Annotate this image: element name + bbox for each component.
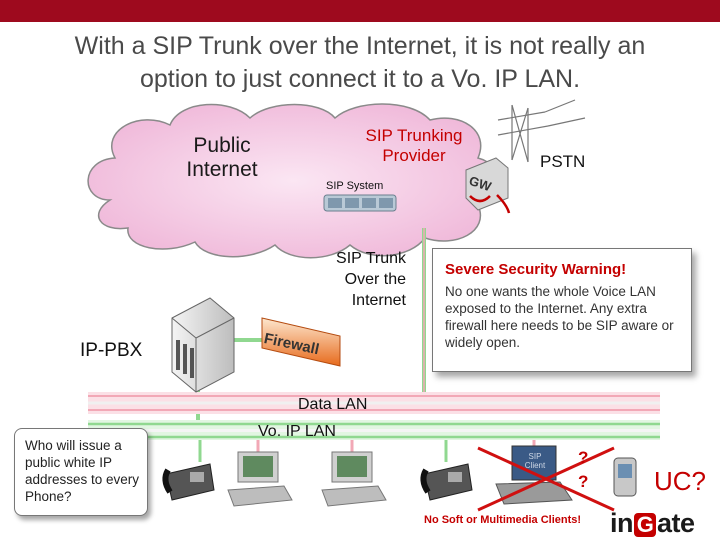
sip-client-label: SIP Client — [524, 452, 546, 470]
desktop-pc-icon — [321, 451, 387, 507]
sip-trunking-provider-label: SIP Trunking Provider — [365, 126, 463, 165]
firewall-icon — [261, 317, 341, 367]
gateway-box — [465, 157, 511, 214]
ip-pbx-server — [171, 297, 235, 393]
question-callout: Who will issue a public white IP address… — [14, 428, 148, 516]
mobile-phone-icon — [613, 457, 637, 497]
public-internet-label: Public Internet — [186, 134, 258, 181]
top-banner — [0, 0, 720, 22]
pstn-tower-icon — [497, 99, 586, 163]
desktop-pc-icon — [227, 451, 293, 507]
uc-label: UC? — [654, 466, 707, 496]
data-lan-label: Data LAN — [298, 396, 368, 413]
voip-lan-label: Vo. IP LAN — [258, 423, 336, 440]
ip-pbx-label: IP-PBX — [80, 340, 143, 361]
warning-body: No one wants the whole Voice LAN exposed… — [445, 284, 674, 350]
ip-phone-icon — [162, 463, 215, 501]
pstn-label: PSTN — [540, 152, 586, 171]
warning-title: Severe Security Warning! — [445, 261, 627, 278]
title-line-2: option to just connect it to a Vo. IP LA… — [139, 65, 581, 93]
question-mark: ? — [578, 472, 589, 491]
question-mark: ? — [578, 448, 589, 467]
laptop-sip-client-icon — [495, 445, 573, 505]
slide-title: With a SIP Trunk over the Internet, it i… — [10, 30, 710, 96]
title-line-1: With a SIP Trunk over the Internet, it i… — [74, 32, 646, 60]
security-warning-callout: Severe Security Warning! No one wants th… — [432, 248, 692, 372]
no-soft-clients-label: No Soft or Multimedia Clients! — [424, 514, 582, 526]
sip-system-label: SIP System — [326, 180, 384, 192]
question-text: Who will issue a public white IP address… — [25, 438, 140, 504]
ip-phone-icon — [420, 463, 473, 501]
sip-trunk-label: SIP Trunk Over the Internet — [336, 250, 406, 309]
sip-system-server — [323, 194, 397, 212]
